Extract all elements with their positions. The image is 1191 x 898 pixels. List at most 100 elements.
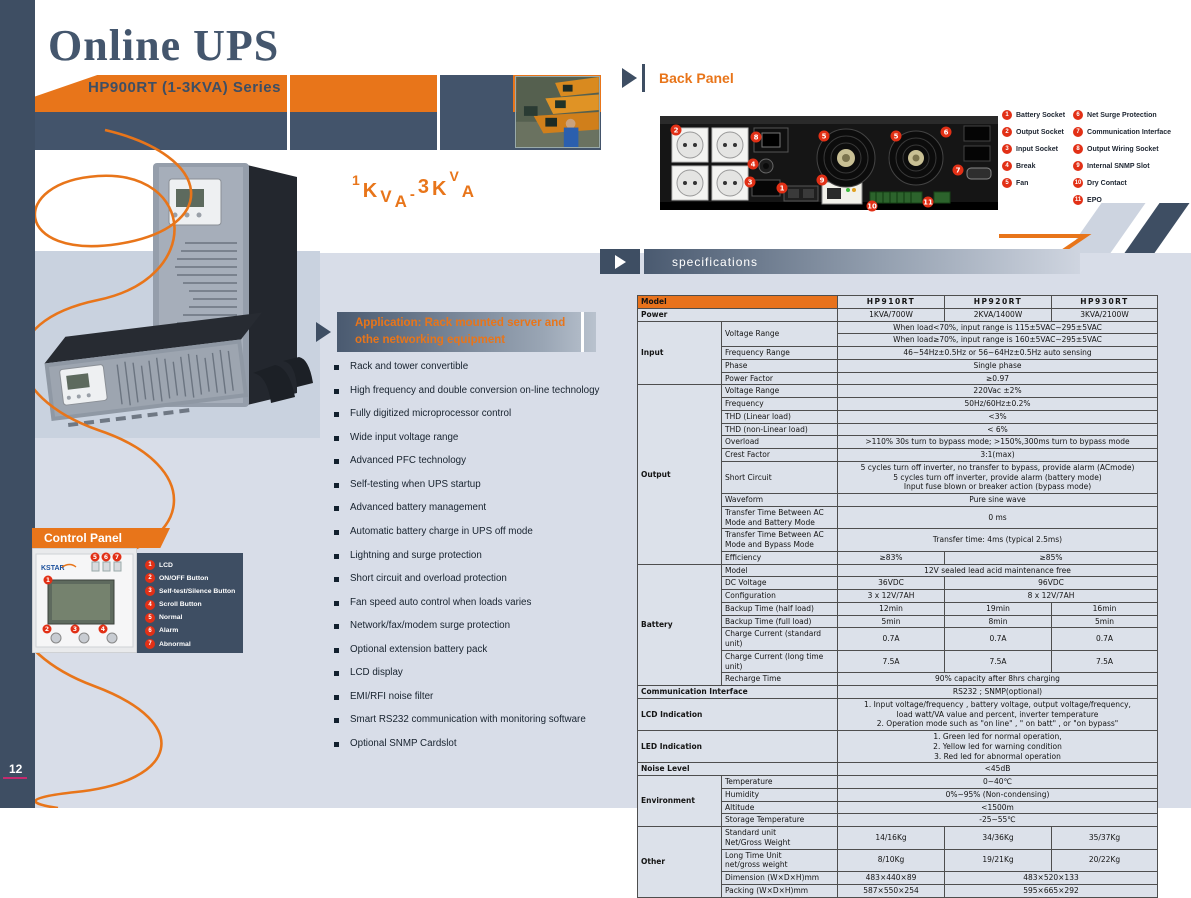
spec-cell: Crest Factor (721, 448, 838, 462)
bullet-icon (334, 718, 339, 724)
spec-cell: Environment (637, 775, 722, 827)
svg-text:1: 1 (780, 185, 785, 193)
feature-text: Automatic battery charge in UPS off mode (350, 525, 533, 537)
legend-number-badge: 7 (145, 639, 155, 650)
bullet-icon (334, 482, 339, 488)
application-heading: Application: Rack mounted server and oth… (316, 312, 596, 352)
feature-text: Lightning and surge protection (350, 549, 482, 561)
svg-text:4: 4 (101, 626, 105, 633)
svg-text:4: 4 (751, 161, 756, 169)
feature-text: Short circuit and overload protection (350, 573, 507, 585)
spec-cell: Model (721, 563, 838, 578)
spec-row: Transfer Time Between AC Mode and Bypass… (638, 528, 1158, 552)
spec-cell: 12min (837, 601, 945, 616)
range-char: 1 (352, 172, 363, 188)
spec-cell: <1500m (837, 800, 1158, 815)
spec-cell: THD (Linear load) (721, 409, 838, 424)
legend-item: 10 Dry Contact (1073, 178, 1171, 188)
spec-cell: 1. Input voltage/frequency , battery vol… (837, 697, 1158, 732)
legend-column-1: 1 Battery Socket 2 Output Socket 3 Input… (1002, 110, 1065, 205)
legend-number-badge: 11 (1073, 195, 1084, 205)
bullet-icon (334, 647, 339, 653)
epo-terminal (933, 191, 951, 204)
legend-number-badge: 6 (1073, 110, 1084, 120)
spec-cell: Power (637, 307, 838, 322)
surge-port (963, 125, 991, 142)
legend-item: 3 Self-test/Silence Button (145, 586, 243, 597)
bullet-icon (334, 388, 339, 394)
feature-item: LCD display (334, 668, 602, 679)
legend-number-badge: 1 (1002, 110, 1012, 120)
feature-item: Automatic battery charge in UPS off mode (334, 525, 602, 538)
spec-cell: Single phase (837, 358, 1158, 373)
range-char: A (394, 192, 410, 211)
legend-column-2: 6 Net Surge Protection 7 Communication I… (1073, 110, 1171, 205)
spec-cell: LCD Indication (637, 697, 838, 732)
feature-item: EMI/RFI noise filter (334, 691, 602, 703)
badge-8: 8 (750, 131, 762, 143)
svg-text:9: 9 (820, 177, 825, 185)
svg-text:1: 1 (46, 577, 50, 584)
spec-cell: 220Vac ±2% (837, 384, 1158, 398)
bullet-icon (334, 529, 339, 535)
feature-text: Network/fax/modem surge protection (350, 620, 511, 632)
spec-cell: ≥83% (837, 550, 945, 565)
spec-cell: LED Indication (637, 729, 838, 764)
feature-item: Self-testing when UPS startup (334, 479, 602, 491)
legend-number-badge: 8 (1073, 144, 1084, 154)
legend-label: Output Socket (1016, 128, 1064, 136)
spec-cell: 50Hz/60Hz±0.2% (837, 397, 1158, 411)
legend-label: Input Socket (1016, 145, 1059, 153)
spec-cell: < 6% (837, 422, 1158, 437)
specifications-banner: specifications (600, 249, 1080, 274)
svg-text:7: 7 (115, 554, 119, 561)
spec-row: Noise Level<45dB (637, 762, 1158, 776)
range-char: K (362, 180, 381, 202)
badge-10: 10 (866, 200, 878, 212)
back-panel-legend: 1 Battery Socket 2 Output Socket 3 Input… (1002, 110, 1188, 205)
legend-number-badge: 5 (1002, 178, 1012, 188)
spec-cell: Model (637, 295, 838, 309)
spec-cell: 3KVA/2100W (1051, 307, 1158, 322)
svg-text:5: 5 (822, 133, 827, 141)
page-number: 12 (9, 762, 23, 776)
spec-cell: Humidity (721, 787, 838, 802)
spec-cell: HP910RT (837, 295, 945, 309)
legend-label: Dry Contact (1087, 179, 1127, 187)
legend-label: Normal (159, 614, 183, 622)
range-char: V (380, 187, 395, 206)
svg-text:6: 6 (944, 129, 949, 137)
feature-text: High frequency and double conversion on-… (350, 384, 600, 396)
feature-text: Fully digitized microprocessor control (350, 408, 512, 420)
spec-cell: 2KVA/1400W (944, 307, 1052, 322)
spec-cell: 8 x 12V/7AH (944, 589, 1158, 603)
legend-label: Break (1016, 162, 1036, 170)
orange-chevron-icon (999, 234, 1092, 257)
bullet-icon (334, 435, 339, 441)
triangle-marker-icon (614, 254, 626, 269)
spec-cell: Dimension (W×D×H)mm (721, 871, 838, 885)
spec-cell: Output (637, 384, 722, 565)
range-char: V (449, 168, 462, 184)
specifications-title: specifications (644, 249, 1080, 274)
legend-number-badge: 3 (1002, 144, 1012, 154)
spec-cell: Long Time Unit net/gross weight (721, 848, 838, 872)
spec-cell: When load<70%, input range is 115±5VAC~2… (837, 320, 1158, 335)
feature-item: Wide input voltage range (334, 432, 602, 444)
range-char: 3 (417, 176, 432, 198)
spec-cell: Transfer Time Between AC Mode and Batter… (721, 505, 838, 530)
spec-cell: Backup Time (half load) (721, 601, 838, 616)
bullet-icon (334, 694, 339, 700)
legend-number-badge: 4 (145, 599, 155, 610)
control-panel-legend: 1 LCD 2 ON/OFF Button 3 Self-test/Silenc… (137, 553, 243, 653)
feature-text: Smart RS232 communication with monitorin… (350, 714, 586, 726)
spec-cell: Voltage Range (721, 320, 838, 347)
feature-item: Optional SNMP Cardslot (334, 738, 602, 750)
legend-number-badge: 2 (1002, 127, 1012, 137)
legend-label: Battery Socket (1016, 111, 1066, 119)
spec-cell: Communication Interface (637, 685, 838, 699)
